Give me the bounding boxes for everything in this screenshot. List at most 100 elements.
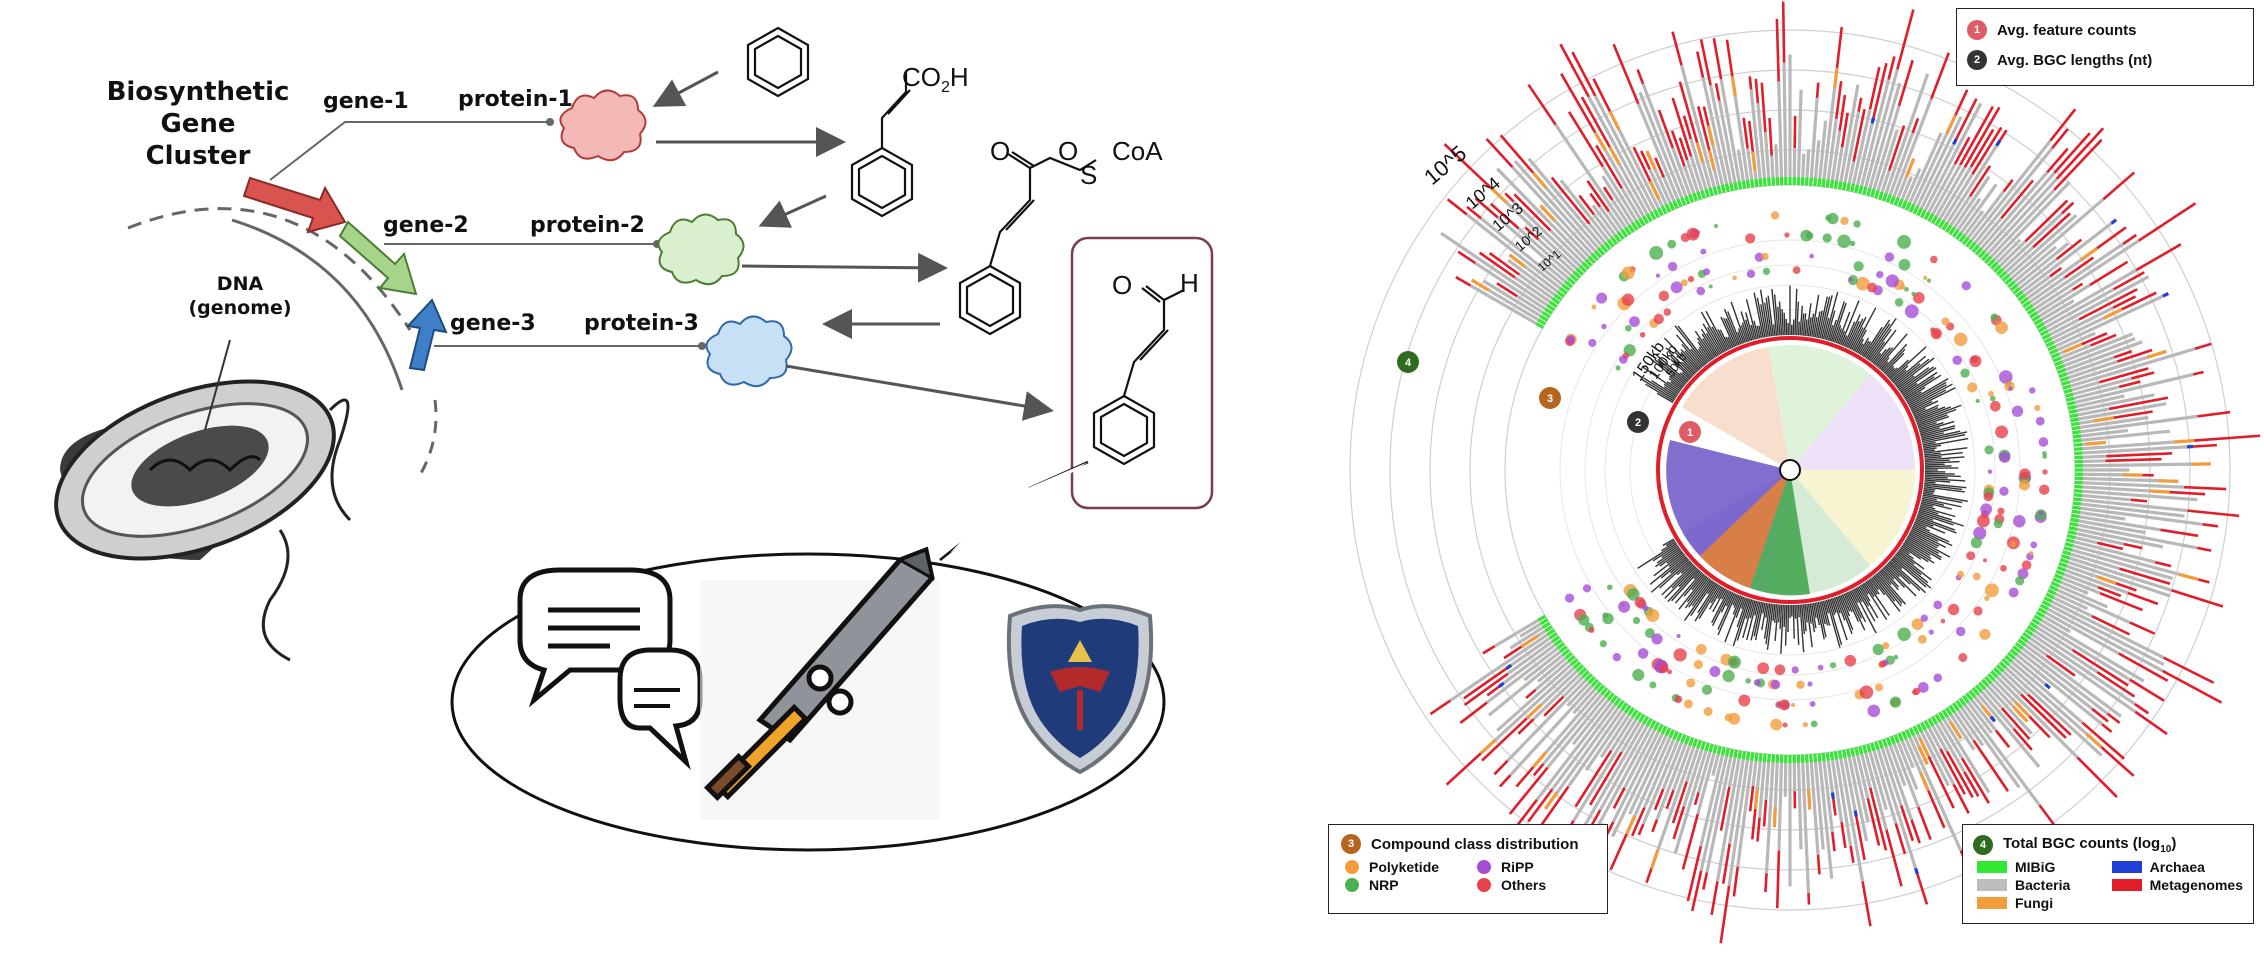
class-dot (1882, 642, 1889, 649)
bar-mibig (1722, 747, 1724, 755)
protein-1-blob (560, 90, 645, 160)
class-dot (1990, 401, 2001, 412)
bar-mibig (1727, 748, 1729, 756)
bar-metagenome (1734, 867, 1738, 896)
class-dot (1770, 719, 1782, 731)
bar-mibig (1702, 191, 1704, 199)
bar-fungi (2147, 351, 2166, 357)
bar-archaea (1832, 793, 1833, 799)
bar-mibig (1760, 179, 1761, 187)
bar-mibig (2043, 602, 2050, 606)
class-dot (1988, 469, 1993, 474)
class-dot (1754, 679, 1761, 686)
bar-metagenome (2188, 511, 2239, 516)
class-dot (1849, 277, 1853, 281)
bgc-length-bar (1925, 475, 1961, 476)
bar-mibig (1856, 185, 1858, 193)
class-dot (1688, 276, 1694, 282)
class-dot (1957, 571, 1964, 578)
bar-metagenome (2106, 453, 2172, 456)
class-dot (1659, 663, 1669, 673)
bar-metagenome (2194, 436, 2260, 441)
bar-mibig (1640, 715, 1644, 722)
bar-metagenome (1749, 121, 1753, 152)
bar-archaea (2045, 684, 2050, 688)
bar-metagenome (2113, 296, 2136, 307)
bgc-length-bar (1890, 347, 1926, 380)
bar-mibig (1543, 313, 1550, 317)
bar-mibig (1647, 214, 1651, 221)
bar-mibig (1899, 199, 1902, 206)
legend-class-item: Others (1477, 877, 1595, 893)
bar-metagenome (1460, 703, 1487, 723)
bar-mibig (1922, 210, 1926, 217)
class-dot (1867, 283, 1877, 293)
bar-mibig (1856, 747, 1858, 755)
class-dot (1686, 679, 1695, 688)
bar-bacteria (1784, 62, 1786, 185)
legend-bgc-counts: 4 Total BGC counts (log10) MIBiG Archaea… (1962, 824, 2254, 924)
bar-mibig (1651, 212, 1655, 219)
bar-mibig (2030, 623, 2037, 627)
bar-metagenome (1918, 807, 1930, 839)
class-dot (1728, 656, 1741, 669)
class-dot (1952, 355, 1962, 365)
bar-metagenome (1695, 792, 1699, 804)
bar-mibig (1739, 751, 1740, 759)
bar-mibig (1659, 725, 1663, 732)
bar-mibig (1541, 620, 1548, 624)
class-dot (1783, 722, 1788, 727)
class-dot (1583, 584, 1591, 592)
bar-mibig (1884, 193, 1887, 201)
bar-mibig (1690, 195, 1693, 203)
bar-mibig (2074, 491, 2082, 492)
co2h-label: CO2H (902, 62, 969, 96)
bar-mibig (2033, 316, 2040, 320)
bar-metagenome (2164, 658, 2214, 683)
class-dot (1651, 633, 1662, 644)
class-dot (1886, 274, 1899, 287)
bar-mibig (2035, 320, 2042, 324)
bar-metagenome (1483, 646, 1495, 653)
class-dot (1923, 276, 1927, 280)
class-dot (1664, 308, 1672, 316)
bar-mibig (2073, 432, 2081, 433)
bar-mibig (2056, 571, 2063, 574)
bar-metagenome (1832, 832, 1834, 851)
bar-mibig (1903, 201, 1906, 208)
ring-badge-label: 1 (1687, 427, 1693, 439)
cluster-label-line-1: Biosynthetic (107, 77, 290, 107)
bar-mibig (1735, 182, 1737, 190)
bar-mibig (1844, 182, 1846, 190)
class-dot (1897, 627, 1910, 640)
bar-mibig (1718, 746, 1720, 754)
bar-mibig (1674, 732, 1677, 739)
bar-mibig (1545, 627, 1552, 631)
bar-mibig (2058, 370, 2066, 373)
bar-mibig (2071, 519, 2079, 520)
bar-mibig (2061, 378, 2069, 381)
bgc-length-bar (1784, 313, 1785, 335)
bar-metagenome (2193, 372, 2203, 374)
bar-mibig (2071, 515, 2079, 516)
cluster-label-line-2: Gene (160, 109, 235, 139)
gene-3-label: gene-3 (450, 311, 536, 336)
bar-metagenome (2090, 262, 2128, 285)
bar-mibig (1694, 193, 1697, 201)
bar-mibig (1864, 187, 1866, 195)
bar-mibig (1839, 181, 1840, 189)
dna-label-line-1: DNA (217, 273, 264, 295)
bar-fungi (1755, 789, 1757, 809)
class-dot (1895, 298, 1904, 307)
legend-class-item: Polyketide (1345, 859, 1463, 875)
class-dot (1578, 614, 1589, 625)
class-dot (1757, 662, 1769, 674)
bar-mibig (1541, 316, 1548, 320)
bar-fungi (1533, 752, 1546, 767)
class-dot (1567, 335, 1576, 344)
bar-mibig (1936, 715, 1940, 722)
bar-mibig (1718, 186, 1720, 194)
class-dot (2012, 406, 2023, 417)
